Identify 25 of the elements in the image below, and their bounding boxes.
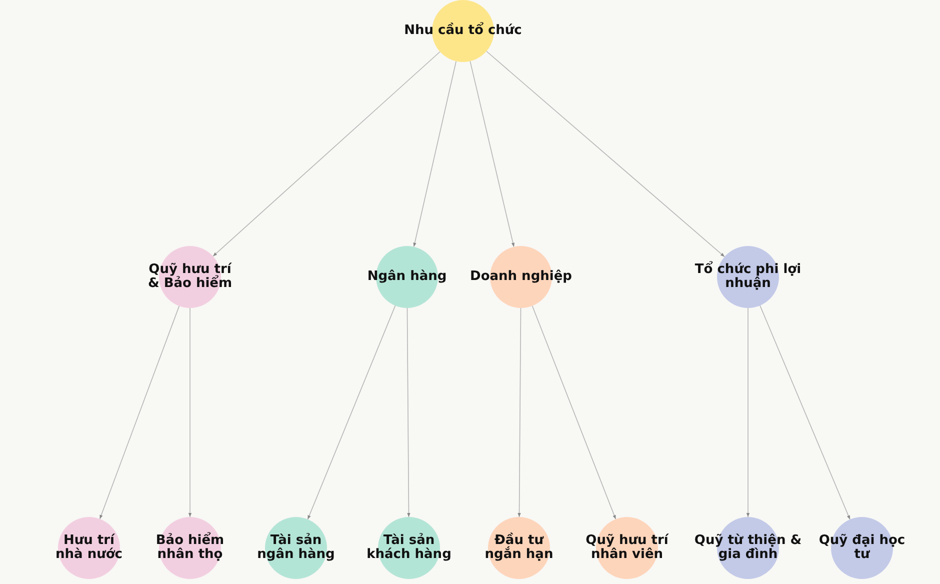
- arrow: [746, 308, 750, 518]
- node-label: Hưu trí nhà nước: [54, 534, 124, 562]
- arrow: [518, 308, 522, 518]
- node-label: Quỹ hưu trí & Bảo hiểm: [146, 262, 234, 292]
- arrow: [406, 308, 410, 518]
- node-label: Tài sản ngân hàng: [256, 534, 336, 562]
- arrow: [486, 50, 725, 258]
- node-label: Doanh nghiệp: [470, 270, 572, 284]
- arrow: [532, 305, 616, 520]
- arrow: [760, 305, 850, 520]
- node-label: Đầu tư ngắn hạn: [484, 534, 554, 562]
- arrow: [307, 305, 396, 520]
- arrow: [188, 308, 192, 518]
- node-label: Tổ chức phi lợi nhuận: [694, 262, 802, 292]
- node-label: Quỹ đại học tư: [818, 534, 906, 562]
- node-label: Bảo hiểm nhân thọ: [154, 534, 226, 562]
- arrow: [99, 306, 180, 520]
- node-label: Quỹ hưu trí nhân viên: [584, 534, 670, 562]
- node-label: Quỹ từ thiện & gia đình: [693, 534, 803, 562]
- node-label: Tài sản khách hàng: [366, 534, 452, 562]
- arrow: [413, 60, 457, 248]
- node-label: Ngân hàng: [367, 270, 447, 284]
- arrow: [470, 60, 515, 248]
- node-label: Nhu cầu tổ chức: [404, 24, 522, 38]
- arrow: [212, 51, 440, 257]
